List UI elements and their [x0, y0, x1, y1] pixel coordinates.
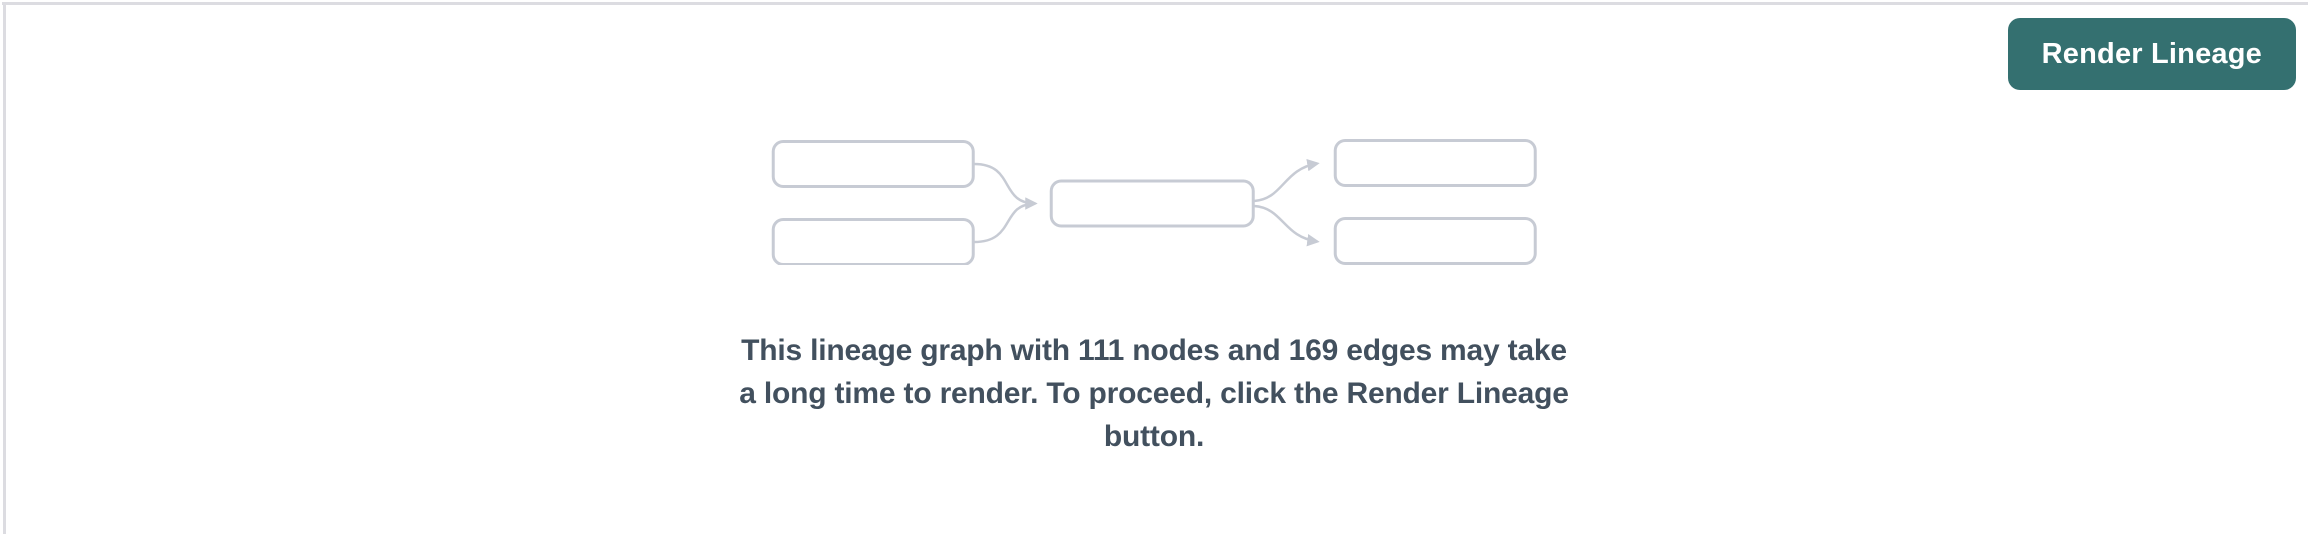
render-lineage-button[interactable]: Render Lineage: [2007, 18, 2296, 90]
lineage-graph-placeholder-illustration: [771, 139, 1537, 265]
warning-message-line-2: a long time to render. To proceed, click…: [739, 377, 1569, 410]
warning-message-line-3: button.: [1103, 420, 1205, 453]
lineage-empty-state: This lineage graph with 111 nodes and 16…: [739, 139, 1569, 458]
placeholder-node-left-bottom: [771, 218, 975, 265]
lineage-warning-message: This lineage graph with 111 nodes and 16…: [739, 329, 1569, 458]
placeholder-node-right-bottom: [1333, 217, 1537, 265]
lineage-placeholder-edges: [973, 158, 1320, 247]
placeholder-node-right-top: [1333, 139, 1537, 187]
placeholder-node-middle: [1049, 179, 1255, 228]
warning-message-line-1: This lineage graph with 111 nodes and 16…: [741, 334, 1567, 367]
placeholder-node-left-top: [771, 140, 975, 188]
lineage-placeholder-nodes: [771, 139, 1537, 265]
panel-top-border: [2, 2, 2308, 5]
panel-left-border: [3, 2, 6, 534]
